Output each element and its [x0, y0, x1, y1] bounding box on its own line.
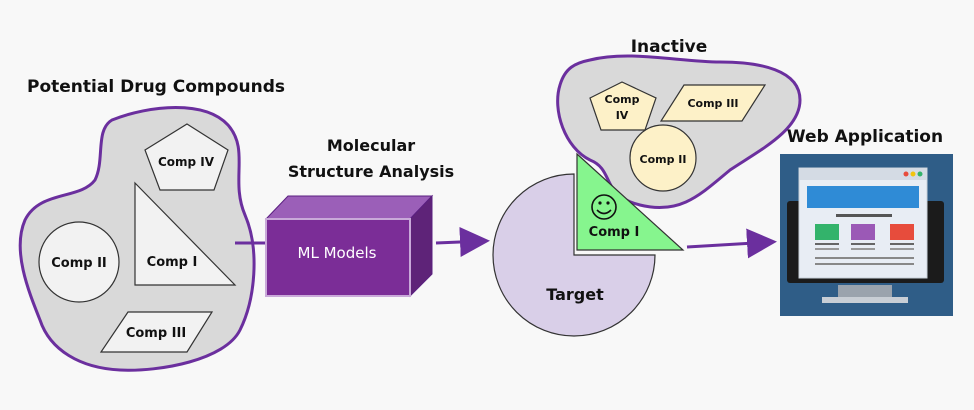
arrow-to-target	[435, 227, 490, 257]
target-label: Target	[546, 285, 604, 304]
comp-ii-shape	[38, 221, 120, 303]
comp-iv-shape	[144, 123, 229, 191]
inactive-comp-iii-label: Comp III	[687, 97, 738, 110]
monitor-icon	[780, 154, 953, 316]
inactive-title: Inactive	[631, 37, 708, 57]
analysis-title-line2: Structure Analysis	[288, 162, 454, 181]
inactive-comp-iv-line1: Comp	[605, 93, 640, 106]
target-shape	[492, 173, 656, 337]
comp-i-label: Comp I	[147, 255, 198, 270]
inactive-comp-iv-shape	[589, 81, 657, 131]
inactive-comp-iii-shape	[659, 84, 767, 122]
comp-iii-shape	[99, 311, 214, 353]
ml-models-box	[264, 194, 434, 298]
inactive-comp-ii-shape	[629, 124, 697, 192]
ml-models-label: ML Models	[298, 244, 377, 262]
arrow-to-web-app	[686, 228, 777, 259]
comp-i-shape	[134, 181, 237, 286]
web-app-title: Web Application	[787, 127, 943, 147]
analysis-title-line1: Molecular	[327, 136, 415, 155]
inactive-comp-ii-label: Comp II	[640, 153, 687, 166]
active-comp-i-shape	[576, 152, 685, 251]
potential-compounds-title: Potential Drug Compounds	[27, 77, 285, 97]
active-comp-i-label: Comp I	[589, 225, 640, 240]
smiley-face-icon	[591, 194, 617, 220]
comp-iii-label: Comp III	[126, 326, 186, 341]
comp-iv-label: Comp IV	[158, 155, 215, 169]
comp-ii-label: Comp II	[51, 256, 107, 271]
inactive-comp-iv-line2: IV	[616, 109, 629, 122]
